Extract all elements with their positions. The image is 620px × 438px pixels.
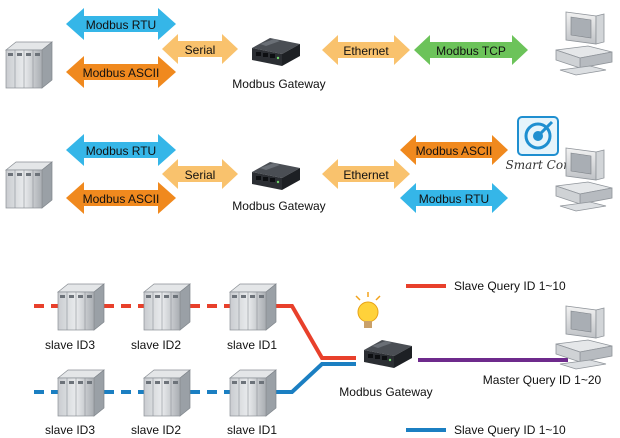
slave-label: slave ID3 — [45, 423, 95, 437]
gateway-device-icon — [252, 38, 300, 66]
ethernet-arrow — [322, 35, 410, 65]
serial-label: Serial — [185, 43, 216, 57]
gateway-label: Modbus Gateway — [232, 199, 325, 213]
server-rack-icon — [229, 283, 277, 331]
smartcom-logo-icon — [517, 116, 559, 156]
legend-red-label: Slave Query ID 1~10 — [454, 279, 566, 293]
server-rack-icon — [229, 369, 277, 417]
master-query-label: Master Query ID 1~20 — [483, 373, 602, 387]
lightbulb-icon — [355, 292, 381, 328]
slave-label: slave ID2 — [131, 423, 181, 437]
modbus-rtu-arrow — [66, 8, 176, 40]
server-rack-icon — [143, 369, 191, 417]
server-rack-icon — [57, 283, 105, 331]
modbus-tcp-label: Modbus TCP — [436, 44, 506, 58]
row3: slave ID3 slave ID2 slave ID1 slave ID3 … — [34, 279, 613, 437]
right-modbus-ascii-arrow — [400, 135, 508, 165]
modbus-rtu-arrow — [66, 134, 176, 166]
serial-arrow — [162, 34, 238, 64]
serial-arrow — [162, 159, 238, 189]
gateway-device-icon — [364, 340, 412, 368]
modbus-ascii-arrow — [66, 182, 176, 214]
ethernet-label: Ethernet — [343, 168, 389, 182]
server-rack-icon — [143, 283, 191, 331]
right-modbus-rtu-label: Modbus RTU — [419, 192, 489, 206]
row2: Modbus RTU Modbus ASCII Serial Modbus Ga… — [5, 116, 613, 214]
right-modbus-ascii-label: Modbus ASCII — [416, 144, 493, 158]
server-rack-icon — [5, 41, 53, 89]
server-rack-icon — [5, 161, 53, 209]
slave-label: slave ID1 — [227, 338, 277, 352]
ethernet-arrow — [322, 159, 410, 189]
modbus-ascii-label: Modbus ASCII — [83, 192, 160, 206]
red-link-line — [276, 304, 356, 360]
server-rack-icon — [57, 369, 105, 417]
modbus-rtu-label: Modbus RTU — [86, 18, 156, 32]
legend-blue-label: Slave Query ID 1~10 — [454, 423, 566, 437]
modbus-ascii-label: Modbus ASCII — [83, 66, 160, 80]
gateway-label: Modbus Gateway — [339, 385, 432, 399]
right-modbus-rtu-arrow — [400, 183, 508, 213]
modbus-tcp-arrow — [414, 35, 528, 65]
computer-icon — [555, 11, 613, 76]
row1: Modbus RTU Modbus ASCII Serial Modbus Ga… — [5, 8, 613, 91]
gateway-label: Modbus Gateway — [232, 77, 325, 91]
modbus-rtu-label: Modbus RTU — [86, 144, 156, 158]
serial-label: Serial — [185, 168, 216, 182]
slave-label: slave ID1 — [227, 423, 277, 437]
gateway-device-icon — [252, 162, 300, 190]
modbus-ascii-arrow — [66, 56, 176, 88]
ethernet-label: Ethernet — [343, 44, 389, 58]
smartcom-label: Smart Com — [506, 158, 575, 172]
blue-link-line — [276, 362, 356, 394]
slave-label: slave ID2 — [131, 338, 181, 352]
slave-label: slave ID3 — [45, 338, 95, 352]
